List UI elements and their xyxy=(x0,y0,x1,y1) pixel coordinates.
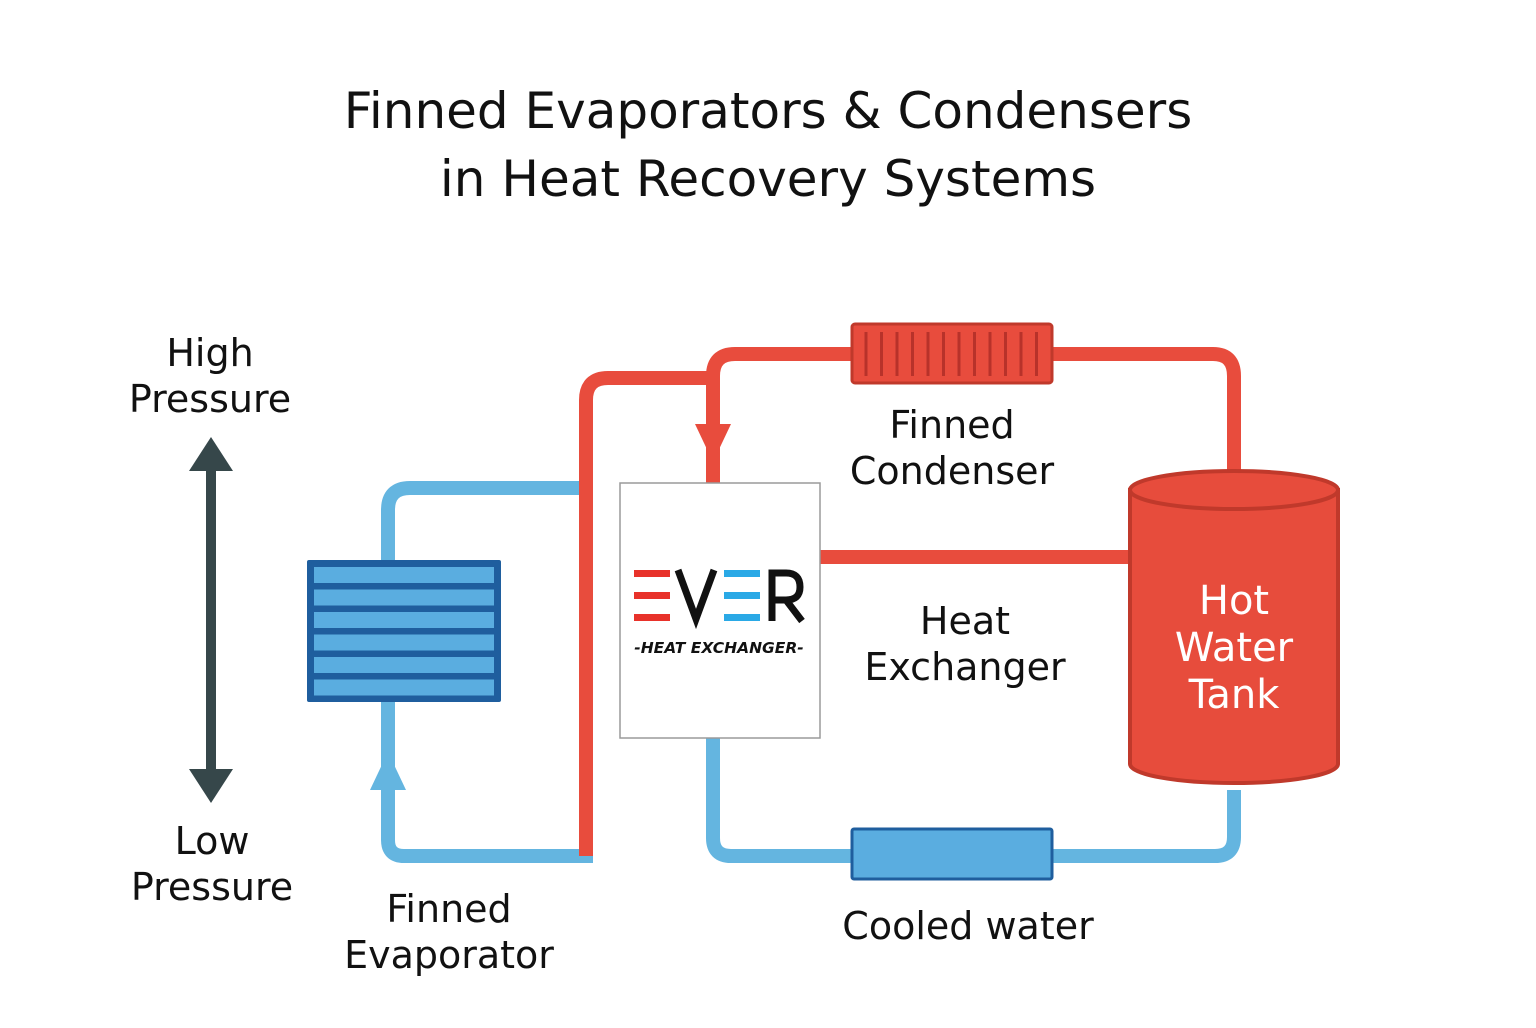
flow-arrow-up xyxy=(370,752,406,790)
logo-letter-e2 xyxy=(724,570,760,621)
hot-water-tank-label: Hot Water Tank xyxy=(1134,578,1334,719)
high-pressure-line-1: High xyxy=(166,331,254,375)
evaporator-fin xyxy=(314,679,494,696)
cooled-water-label: Cooled water xyxy=(842,904,1094,948)
logo-tagline: -HEAT EXCHANGER- xyxy=(634,639,803,657)
finned-evaporator-line-1: Finned xyxy=(386,887,512,931)
high-pressure-line-2: Pressure xyxy=(128,377,292,421)
logo-letter-e1 xyxy=(634,570,670,621)
finned-evaporator-label: Finned Evaporator xyxy=(324,886,574,978)
finned-condenser-line-2: Condenser xyxy=(849,449,1055,493)
finned-evaporator xyxy=(307,560,501,702)
heat-exchanger-box xyxy=(619,482,821,739)
finned-condenser xyxy=(850,322,1054,385)
title-line-1: Finned Evaporators & Condensers xyxy=(343,82,1193,140)
low-pressure-line-1: Low xyxy=(174,819,250,863)
heat-exchanger-line-2: Exchanger xyxy=(864,645,1066,689)
evaporator-fin xyxy=(314,612,494,628)
evaporator-fin xyxy=(314,567,494,583)
hot-water-tank xyxy=(1128,469,1340,785)
logo-letter-v xyxy=(674,568,718,630)
evaporator-fin xyxy=(314,634,494,651)
heat-exchanger-line-1: Heat xyxy=(919,599,1011,643)
tank-line-3: Tank xyxy=(1188,672,1280,718)
heat-exchanger-label: Heat Exchanger xyxy=(840,598,1090,690)
title-line-2: in Heat Recovery Systems xyxy=(439,150,1097,208)
high-pressure-label: High Pressure xyxy=(110,330,310,422)
low-pressure-label: Low Pressure xyxy=(112,818,312,910)
finned-evaporator-line-2: Evaporator xyxy=(344,933,554,977)
tank-line-1: Hot xyxy=(1198,578,1270,624)
tank-line-2: Water xyxy=(1174,625,1294,671)
pressure-double-arrow xyxy=(189,437,233,803)
finned-condenser-label: Finned Condenser xyxy=(832,402,1072,494)
ever-logo: -HEAT EXCHANGER- xyxy=(634,568,805,657)
finned-condenser-line-1: Finned xyxy=(889,403,1015,447)
logo-letter-r xyxy=(768,569,805,624)
low-pressure-line-2: Pressure xyxy=(130,865,294,909)
evaporator-fin xyxy=(314,589,494,606)
cooled-water-coil xyxy=(850,827,1054,881)
hot-line-riser xyxy=(579,371,713,856)
flow-arrow-down xyxy=(695,424,731,462)
evaporator-fin xyxy=(314,657,494,673)
